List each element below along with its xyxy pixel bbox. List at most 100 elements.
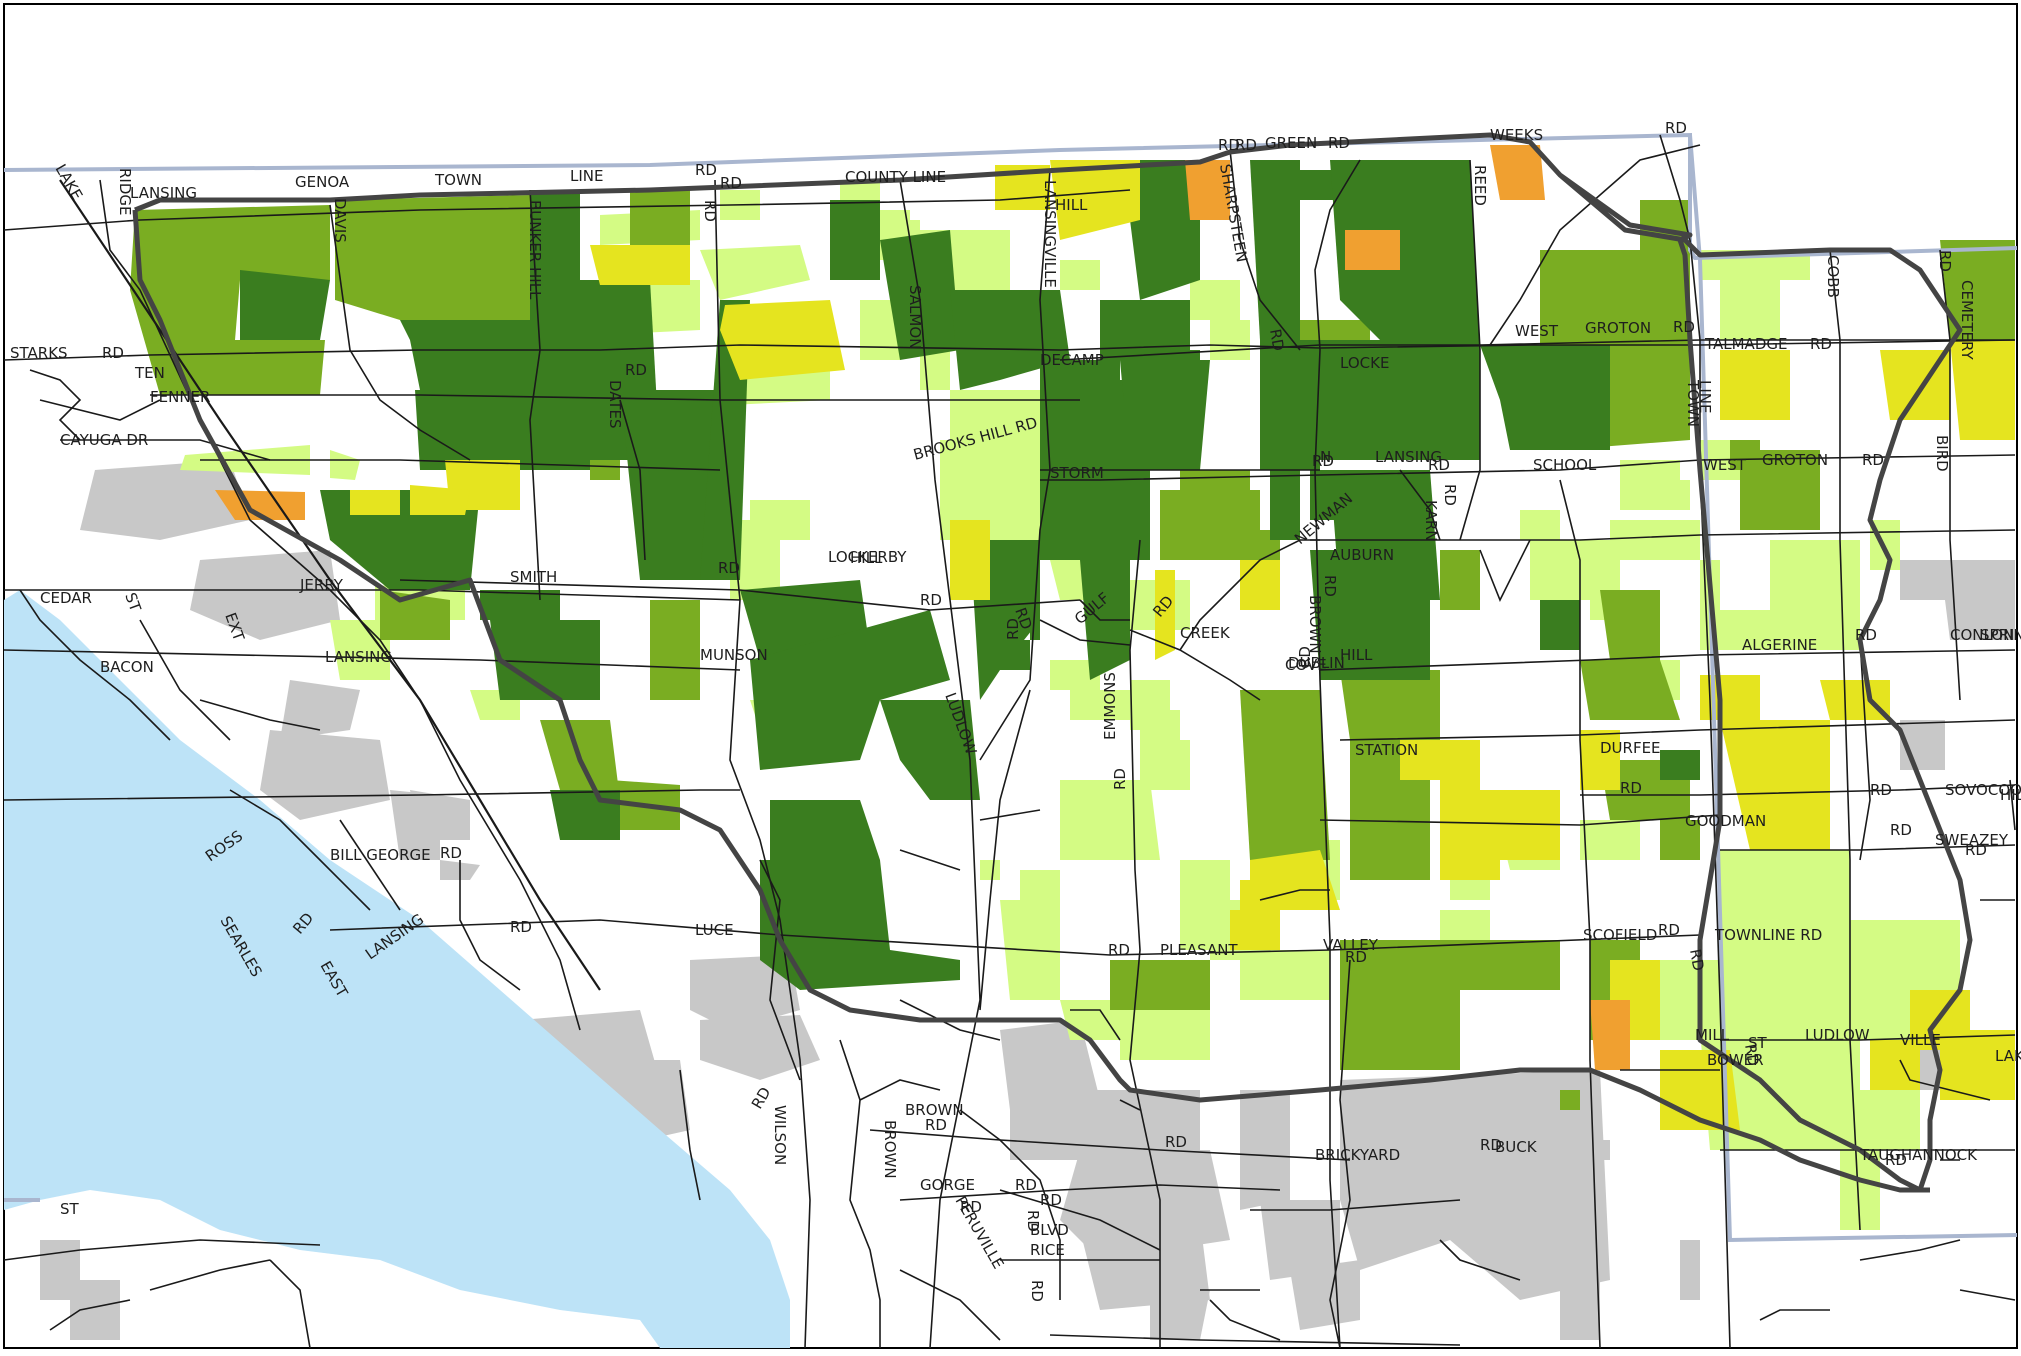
road (1759, 1309, 1830, 1321)
parcel-gray (280, 680, 360, 740)
road-label: COVE (1285, 656, 1327, 674)
road-label: CEMETERY (1958, 280, 1976, 360)
road (1070, 1009, 1121, 1041)
road-label: DURFEE (1600, 739, 1661, 757)
road-label: RD (1312, 452, 1334, 470)
road-label: LANSING (130, 184, 197, 202)
road (1489, 144, 1701, 346)
road (899, 1184, 1281, 1201)
road-label: SMITH (510, 568, 557, 586)
road-label: RD (510, 918, 532, 936)
parcel-yellow (1240, 880, 1260, 910)
road (4, 589, 741, 601)
road (150, 394, 1080, 401)
road (329, 204, 471, 461)
road (229, 789, 371, 911)
road-label: RD (1620, 779, 1642, 797)
road-label: BUNKER HILL (526, 200, 544, 300)
road (1859, 639, 1871, 861)
parcel-gray (1080, 1220, 1210, 1310)
parcel-yellow (1440, 790, 1500, 880)
parcel-gray (260, 730, 390, 820)
parcel-dark-green (760, 860, 960, 990)
road-label: RD (1165, 1133, 1187, 1151)
road (1119, 1099, 1141, 1111)
road-label: GROTON (1762, 451, 1828, 469)
road-label: RD (1024, 1210, 1042, 1232)
parcel-light-green (1050, 660, 1100, 690)
road-label: TALMADGE (1704, 335, 1787, 353)
road (1399, 469, 1441, 541)
parcel-light-green (1190, 280, 1240, 320)
road (39, 399, 161, 421)
road-label: GOODMAN (1685, 812, 1766, 830)
road (1479, 539, 1531, 602)
road (759, 859, 801, 1081)
road-label: RD (920, 591, 942, 609)
district-boundary (134, 132, 1973, 1193)
road-label: GREEN (1265, 134, 1317, 152)
parcel-light-green (1700, 610, 1780, 650)
road (1439, 1239, 1521, 1281)
road (1859, 1239, 1961, 1261)
road (899, 849, 961, 871)
road (59, 179, 601, 991)
parcel-gray (1090, 1230, 1110, 1260)
road (1129, 539, 1161, 1348)
parcel-yellow (720, 300, 845, 380)
road-label: BILL GEORGE (330, 846, 431, 864)
parcel-light-green (1660, 960, 1720, 1040)
parcel-dark-green (540, 390, 590, 470)
road (899, 999, 1001, 1041)
road-label: RD (1266, 328, 1288, 353)
road-label: RD (1673, 318, 1695, 336)
orange-parcels-layer (215, 145, 1630, 1070)
road-label: RD (925, 1116, 947, 1134)
parcel-dark-green (1310, 340, 1480, 460)
road-label: LUCE (695, 921, 734, 939)
road-label: TOWN (434, 171, 482, 189)
parcel-mid-green (1440, 550, 1480, 610)
parcel-yellow (1580, 730, 1620, 790)
road (1259, 889, 1330, 901)
road-label: RD (1296, 646, 1314, 668)
parcel-dark-green (530, 190, 580, 390)
parcel-gray (1680, 1240, 1700, 1300)
road (3, 1239, 321, 1261)
parcel-yellow (1820, 680, 1890, 720)
parcel-yellow (1440, 740, 1480, 790)
parcel-light-green (1700, 1030, 1860, 1150)
parcel-mid-green (630, 190, 690, 245)
road (999, 1189, 1161, 1251)
parcel-dark-green (240, 270, 330, 340)
road-label: RD (1328, 134, 1350, 152)
road-label: REED (1471, 165, 1489, 206)
parcel-dark-green (560, 830, 610, 840)
parcel-mid-green (650, 600, 700, 700)
road (3, 649, 741, 671)
parcel-light-green (1140, 710, 1180, 760)
road-label: BRICKYARD (1315, 1146, 1400, 1164)
road (200, 459, 721, 471)
road (1314, 159, 1361, 1349)
road-label: RD (718, 559, 740, 577)
road-label: GENOA (295, 173, 350, 191)
road (49, 1299, 131, 1331)
parcel-dark-green (620, 390, 720, 580)
parcel-light-green (1580, 820, 1640, 860)
parcel-gray (700, 1015, 820, 1080)
parcel-gray (190, 550, 340, 640)
road-label: LANSING (325, 648, 392, 666)
road-label: RD (440, 844, 462, 862)
road (3, 789, 740, 801)
road-label: SPRING (1980, 626, 2021, 644)
road-label: RD (1936, 250, 1954, 272)
parcel-dark-green (1050, 360, 1100, 380)
road (679, 1069, 701, 1201)
road (839, 1039, 881, 1348)
road (1039, 619, 1131, 646)
road (19, 589, 171, 741)
parcel-dark-green (1170, 350, 1200, 380)
